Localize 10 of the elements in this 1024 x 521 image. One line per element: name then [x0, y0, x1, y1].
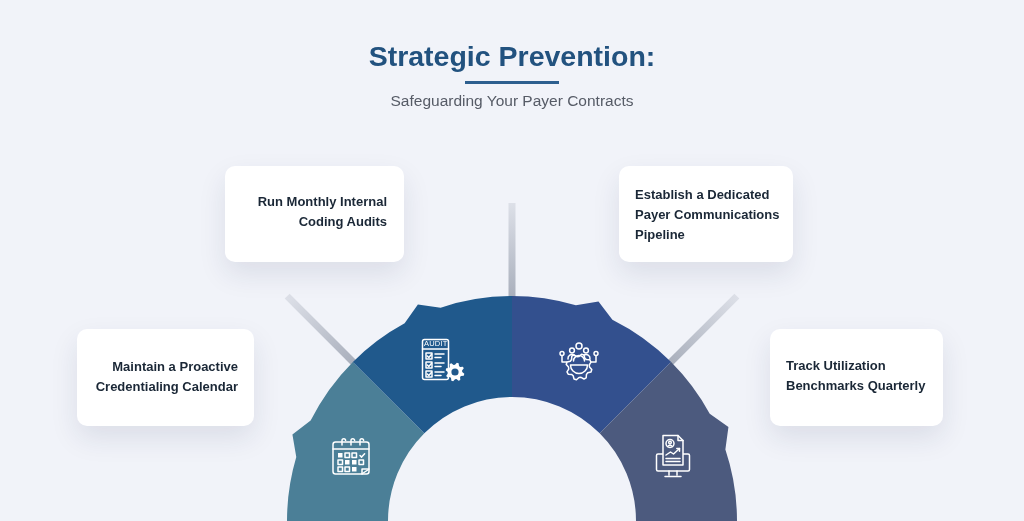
- step-card: [225, 166, 404, 262]
- step-text: Track Utilization Benchmarks Quarterly: [786, 357, 927, 395]
- step-card: [77, 329, 254, 426]
- step-card: [619, 166, 793, 262]
- step-text: Run Monthly Internal Coding Audits: [256, 193, 387, 231]
- title: Strategic Prevention:: [368, 40, 656, 73]
- step-card: [770, 329, 943, 426]
- step-text: Maintain a Proactive Credentialing Calendar: [94, 358, 238, 396]
- subtitle: Safeguarding Your Payer Contracts: [390, 92, 634, 110]
- step-text: Establish a Dedicated Payer Communications Pipeline: [635, 186, 781, 244]
